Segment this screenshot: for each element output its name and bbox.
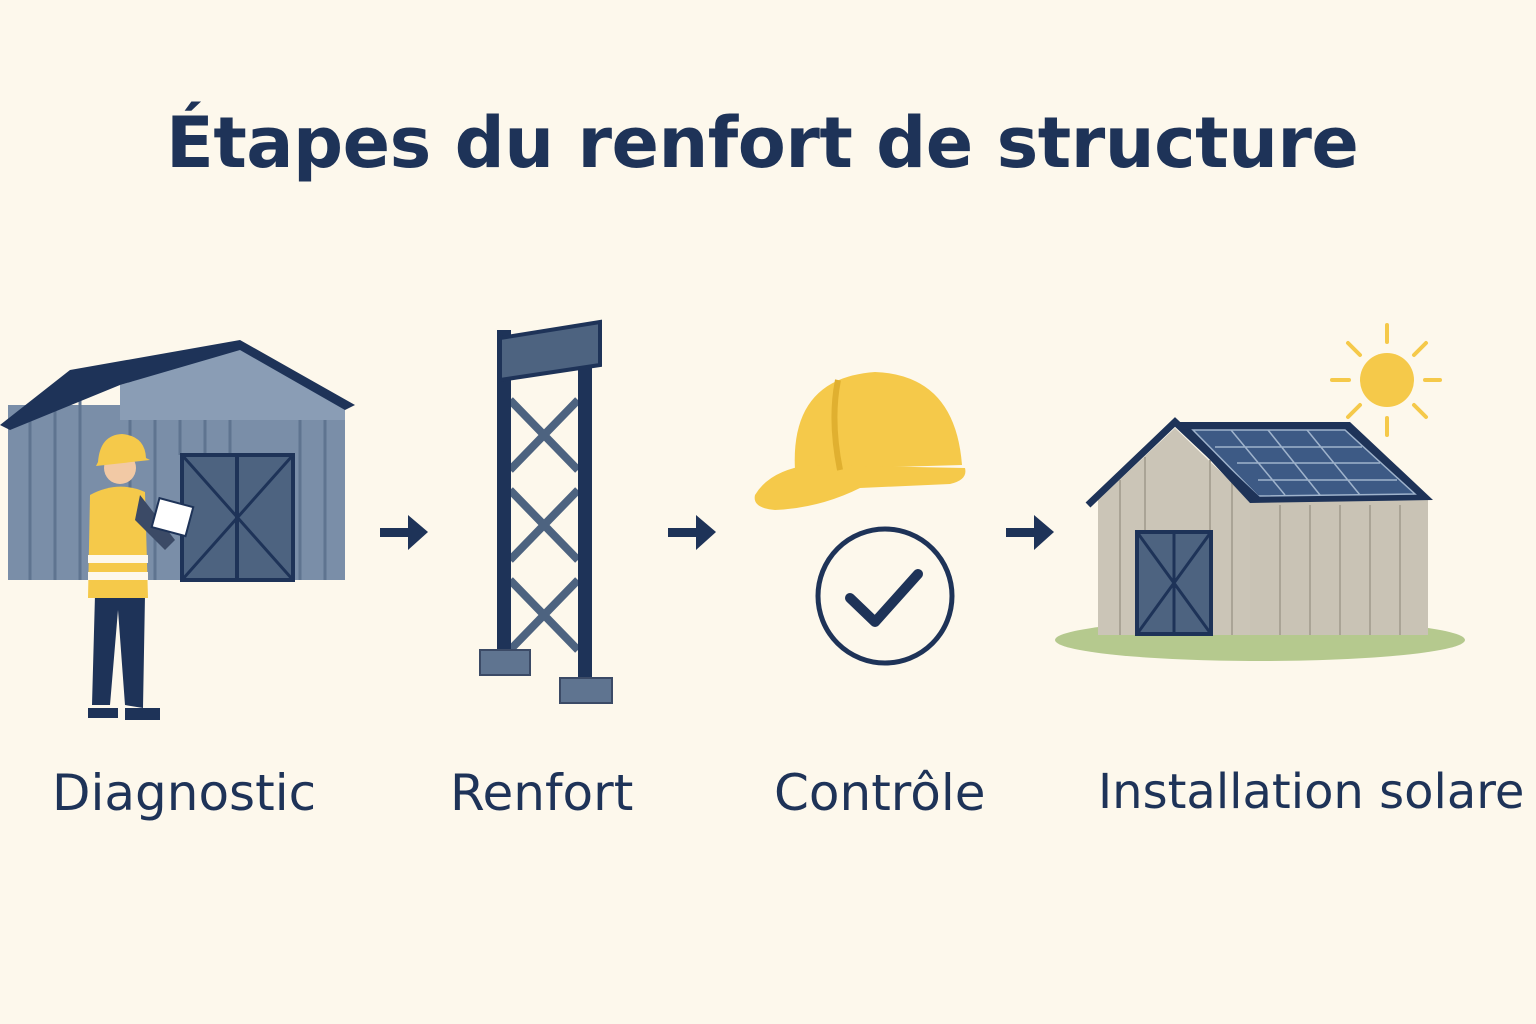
hardhat-check-icon — [754, 372, 966, 666]
step-label-installation: Installation solare — [1098, 764, 1525, 820]
step-label-controle: Contrôle — [774, 764, 986, 822]
steel-frame-icon — [479, 319, 613, 704]
solar-barn-icon — [1055, 323, 1465, 661]
barn-inspector-icon — [0, 340, 355, 720]
arrow-icon — [1006, 515, 1054, 550]
step-label-renfort: Renfort — [450, 764, 634, 822]
arrow-icon — [668, 515, 716, 550]
page-title: Étapes du renfort de structure — [166, 102, 1359, 184]
sun-icon — [1330, 323, 1442, 437]
arrow-icon — [380, 515, 428, 550]
step-label-diagnostic: Diagnostic — [52, 764, 317, 822]
